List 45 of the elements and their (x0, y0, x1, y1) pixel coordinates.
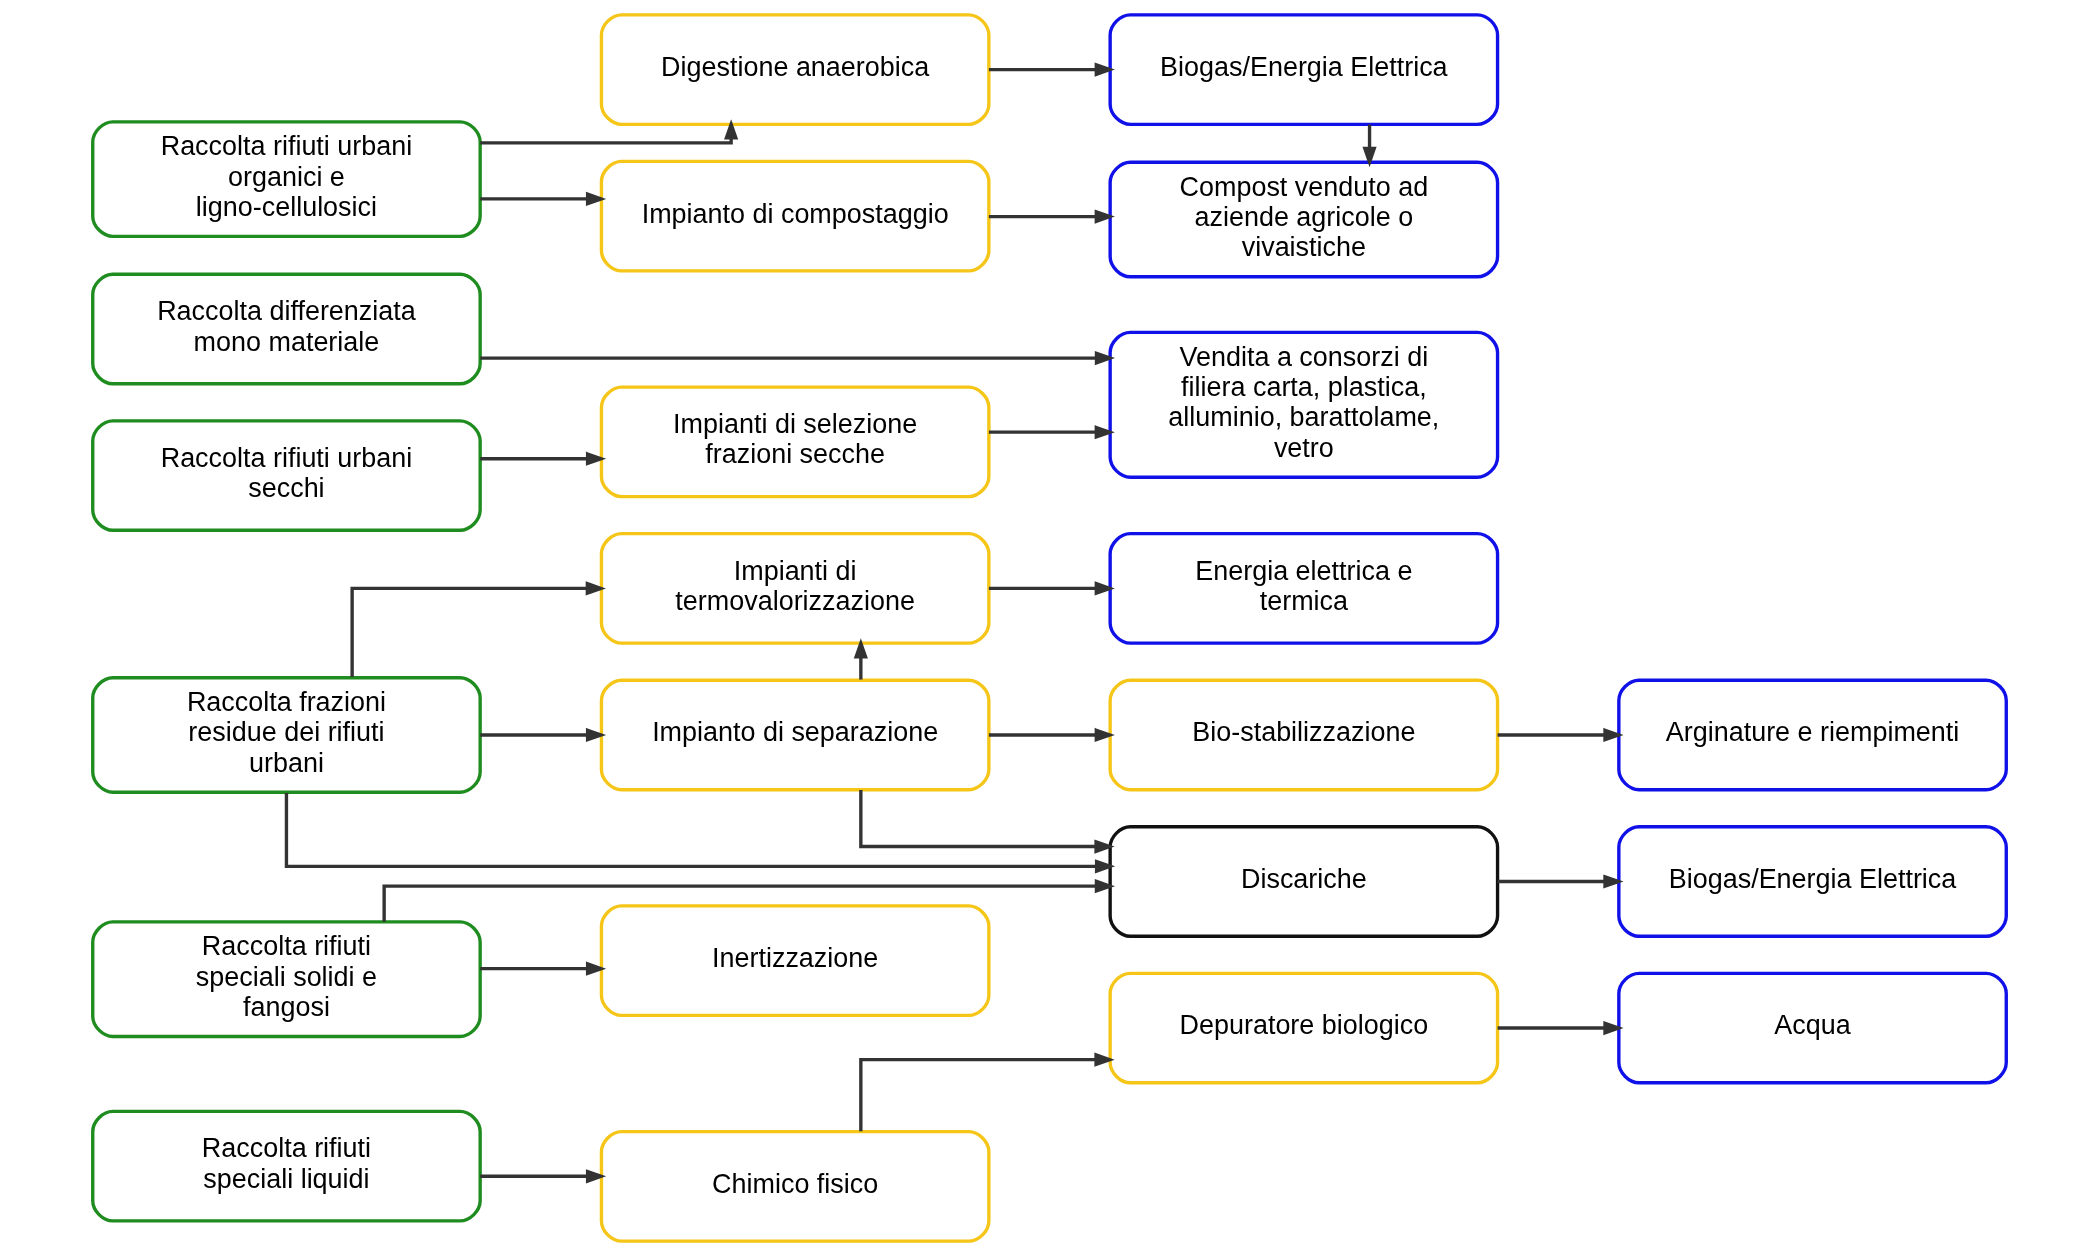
arrow (858, 1052, 1115, 1132)
node-box: Impianti di termovalorizzazione (599, 532, 991, 645)
node-box: Raccolta rifiuti speciali solidi e fangosi (90, 920, 482, 1039)
arrow (479, 1169, 606, 1184)
arrow (988, 62, 1115, 77)
arrow (988, 727, 1115, 743)
arrow (988, 581, 1115, 596)
arrow (988, 425, 1115, 440)
arrow (1361, 124, 1377, 168)
node-box: Arginature e riempimenti (1616, 678, 2008, 792)
node-box: Chimico fisico (599, 1129, 991, 1243)
node-box: Vendita a consorzi di filiera carta, plastica, alluminio, barattolame, vetro (1107, 330, 1499, 479)
arrow (381, 879, 1115, 922)
node-box: Energia elettrica e termica (1107, 532, 1499, 645)
node-box: Impianto di separazione (599, 678, 991, 792)
node-box: Discariche (1107, 825, 1499, 938)
node-box: Raccolta rifiuti speciali liquidi (90, 1109, 482, 1223)
node-box: Biogas/Energia Elettrica (1107, 13, 1499, 127)
arrow (479, 451, 606, 466)
arrow (1497, 874, 1624, 889)
node-box: Compost venduto ad aziende agricole o vivaistiche (1107, 160, 1499, 279)
arrow (858, 790, 1115, 854)
arrow (988, 209, 1115, 224)
arrow (479, 350, 1115, 366)
arrow (479, 961, 606, 976)
node-box: Bio-stabilizzazione (1107, 678, 1499, 792)
arrow (479, 119, 738, 145)
arrow (479, 191, 606, 206)
node-box: Raccolta differenziata mono materiale (90, 272, 482, 386)
node-box: Acqua (1616, 971, 2008, 1085)
node-box: Inertizzazione (599, 904, 991, 1018)
node-box: Raccolta frazioni residue dei rifiuti urbani (90, 676, 482, 794)
arrow (1497, 1020, 1624, 1036)
node-box: Raccolta rifiuti urbani secchi (90, 419, 482, 532)
node-box: Digestione anaerobica (599, 13, 991, 127)
node-box: Impianto di compostaggio (599, 159, 991, 273)
arrow (349, 581, 606, 678)
node-box: Depuratore biologico (1107, 971, 1499, 1085)
arrow (284, 792, 1115, 874)
node-box: Biogas/Energia Elettrica (1616, 825, 2008, 938)
arrow (1497, 727, 1624, 743)
arrow (479, 727, 606, 743)
arrow (853, 638, 868, 680)
node-box: Raccolta rifiuti urbani organici e ligno-cellulosici (90, 120, 482, 239)
node-box: Impianti di selezione frazioni secche (599, 385, 991, 499)
